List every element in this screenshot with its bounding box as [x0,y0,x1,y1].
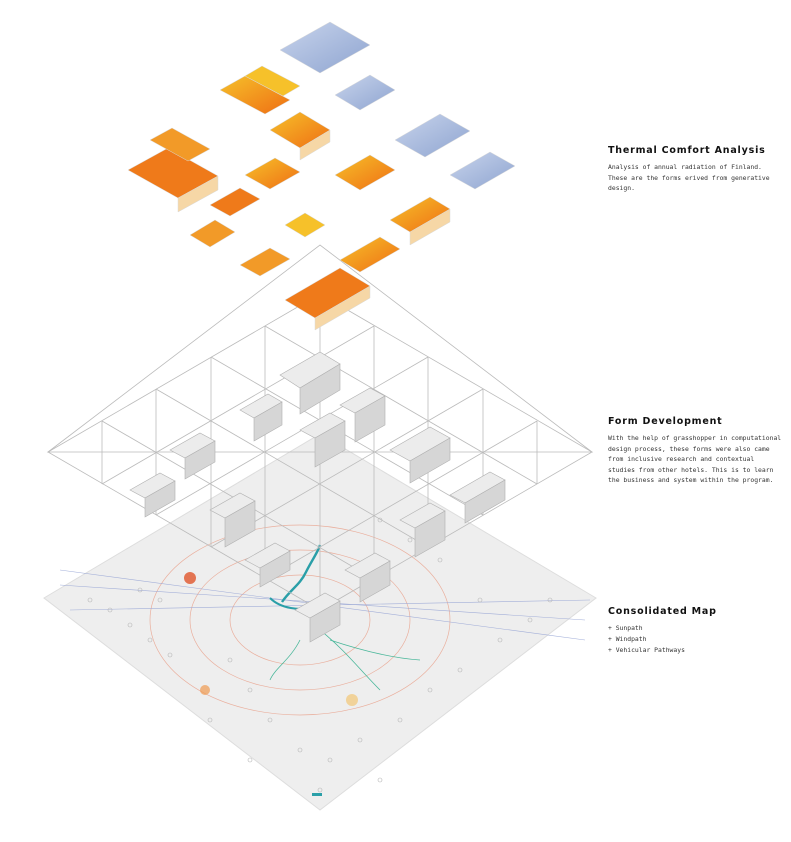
thermal-form [219,75,291,115]
thermal-form [244,65,301,97]
form-development-layer [46,244,594,643]
thermal-comfort-panel: Thermal Comfort Analysis Analysis of ann… [608,145,783,194]
thermal-form [314,285,371,331]
form-development-panel: Form Development With the help of grassh… [608,416,783,486]
secondary-pathways [269,629,421,691]
consolidated-map-title: Consolidated Map [608,606,717,617]
list-item: + Sunpath [608,624,643,632]
tree-markers [87,517,553,793]
thermal-form [209,187,261,217]
thermal-form [239,247,291,277]
heat-spot [200,685,210,695]
form-development-body: With the help of grasshopper in computat… [608,434,782,484]
thermal-form [339,236,401,273]
building-masses [129,351,506,643]
heat-spot [346,694,358,706]
thermal-form [177,175,219,213]
thermal-analysis-layer [127,21,516,331]
heat-spot [184,572,196,584]
form-development-title: Form Development [608,416,723,427]
thermal-form [449,151,516,190]
thermal-form [189,219,236,248]
thermal-form [284,212,326,238]
list-item: + Windpath [608,635,647,643]
thermal-comfort-body: Analysis of annual radiation of Finland.… [608,163,770,192]
thermal-comfort-title: Thermal Comfort Analysis [608,145,766,156]
thermal-form [279,21,371,74]
thermal-form [334,74,396,111]
consolidated-map-list: + Sunpath + Windpath + Vehicular Pathway… [608,623,783,656]
list-item: + Vehicular Pathways [608,646,685,654]
thermal-form [409,208,451,246]
grid-frame [46,244,594,611]
map-legend-swatch [312,793,322,796]
consolidated-map-panel: Consolidated Map + Sunpath + Windpath + … [608,606,783,656]
thermal-form [334,154,396,191]
sun-path-arcs [149,524,451,716]
thermal-form [299,129,331,161]
thermal-form [244,157,301,190]
thermal-form [394,113,471,158]
thermal-form [149,127,211,162]
